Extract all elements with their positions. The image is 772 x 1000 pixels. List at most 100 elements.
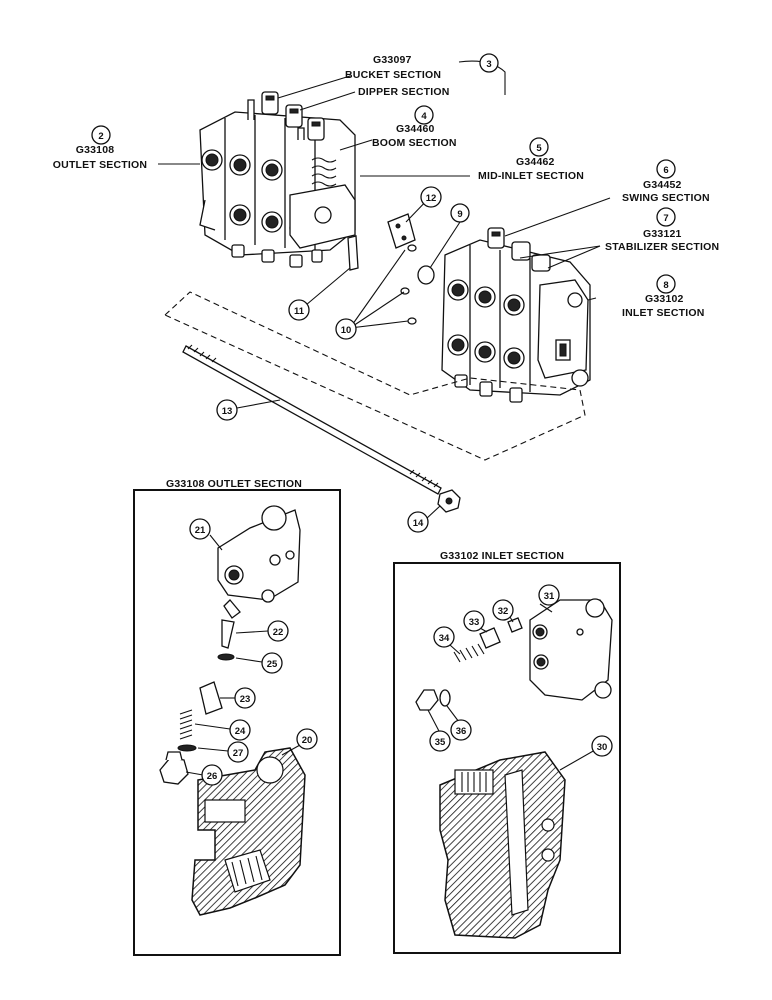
svg-text:10: 10 bbox=[341, 325, 352, 336]
o-ring-part-10a bbox=[407, 244, 417, 252]
svg-text:23: 23 bbox=[240, 694, 251, 705]
inlet-panel-leaders bbox=[427, 603, 596, 771]
callout-22: 22 bbox=[267, 620, 289, 642]
section-view-part-20 bbox=[191, 747, 306, 916]
upper-labels: G33097 BUCKET SECTION DIPPER SECTION G34… bbox=[53, 54, 719, 319]
callout-36: 36 bbox=[450, 719, 472, 741]
callout-10: 10 bbox=[335, 318, 357, 340]
callout-5: 5 bbox=[529, 137, 549, 157]
callout-9: 9 bbox=[450, 203, 470, 223]
svg-text:3: 3 bbox=[486, 59, 491, 70]
o-ring-part-10c bbox=[407, 317, 417, 325]
tie-rod-assembly bbox=[182, 344, 461, 513]
svg-text:32: 32 bbox=[498, 606, 509, 617]
outlet-panel-parts bbox=[159, 505, 306, 916]
svg-text:34: 34 bbox=[439, 633, 450, 644]
svg-text:27: 27 bbox=[233, 748, 244, 759]
upper-valve-assembly bbox=[199, 91, 356, 268]
spring-part-34 bbox=[453, 643, 485, 663]
dipper-name-label: DIPPER SECTION bbox=[358, 86, 449, 98]
plate-part-12 bbox=[387, 213, 416, 249]
callout-14: 14 bbox=[407, 511, 429, 533]
swing-name-label: SWING SECTION bbox=[622, 192, 710, 204]
clip-part-11 bbox=[347, 235, 359, 271]
ring-part-27 bbox=[177, 744, 197, 752]
svg-text:7: 7 bbox=[663, 213, 668, 224]
svg-text:24: 24 bbox=[235, 726, 246, 737]
callout-31: 31 bbox=[538, 584, 560, 606]
bucket-name-label: BUCKET SECTION bbox=[345, 69, 441, 81]
svg-text:21: 21 bbox=[195, 525, 206, 536]
midinlet-name-label: MID-INLET SECTION bbox=[478, 170, 584, 182]
svg-text:9: 9 bbox=[457, 209, 462, 220]
small-parts-group bbox=[347, 213, 435, 325]
housing-part-31 bbox=[529, 599, 613, 701]
spring-part-24 bbox=[179, 709, 193, 740]
stabilizer-name-label: STABILIZER SECTION bbox=[605, 241, 719, 253]
inlet-name-label: INLET SECTION bbox=[622, 307, 705, 319]
callout-21: 21 bbox=[189, 518, 211, 540]
svg-text:8: 8 bbox=[663, 280, 668, 291]
callout-3: 3 bbox=[479, 53, 499, 73]
callout-2: 2 bbox=[91, 125, 111, 145]
stabilizer-code-label: G33121 bbox=[643, 228, 682, 240]
outlet-panel-leaders bbox=[185, 534, 301, 776]
assembly-alignment-outline bbox=[164, 291, 586, 461]
svg-text:6: 6 bbox=[663, 165, 668, 176]
callout-34: 34 bbox=[433, 626, 455, 648]
inlet-section-panel bbox=[393, 562, 621, 954]
inlet-panel-callouts: 31 32 33 34 35 36 30 bbox=[429, 584, 613, 757]
svg-text:25: 25 bbox=[267, 659, 278, 670]
callout-25: 25 bbox=[261, 652, 283, 674]
svg-text:2: 2 bbox=[98, 131, 103, 142]
svg-text:22: 22 bbox=[273, 627, 284, 638]
inlet-code-label: G33102 bbox=[645, 293, 684, 305]
svg-text:12: 12 bbox=[426, 193, 437, 204]
callout-8: 8 bbox=[656, 274, 676, 294]
callout-35: 35 bbox=[429, 730, 451, 752]
inlet-panel-parts bbox=[415, 598, 613, 939]
callout-32: 32 bbox=[492, 599, 514, 621]
svg-text:31: 31 bbox=[544, 591, 555, 602]
callout-24: 24 bbox=[229, 719, 251, 741]
cap-part-32 bbox=[507, 617, 523, 633]
callout-26: 26 bbox=[201, 764, 223, 786]
callout-20: 20 bbox=[296, 728, 318, 750]
plug-part-35 bbox=[415, 689, 439, 711]
ring-part-25 bbox=[217, 653, 235, 661]
outlet-section-panel bbox=[133, 489, 341, 956]
bucket-code-label: G33097 bbox=[373, 54, 412, 66]
callout-27: 27 bbox=[227, 741, 249, 763]
plug-part-26 bbox=[159, 757, 189, 785]
boom-code-label: G34460 bbox=[396, 123, 435, 135]
svg-text:33: 33 bbox=[469, 617, 480, 628]
outlet-code-label: G33108 bbox=[76, 144, 115, 156]
callout-7: 7 bbox=[656, 207, 676, 227]
callout-4: 4 bbox=[414, 105, 434, 125]
section-view-part-30 bbox=[439, 751, 566, 939]
midinlet-code-label: G34462 bbox=[516, 156, 555, 168]
callout-6: 6 bbox=[656, 159, 676, 179]
callout-23: 23 bbox=[234, 687, 256, 709]
sleeve-part-33 bbox=[479, 627, 501, 649]
callout-33: 33 bbox=[463, 610, 485, 632]
outlet-panel-callouts: 21 22 25 23 24 27 26 20 bbox=[189, 518, 318, 786]
svg-text:4: 4 bbox=[421, 111, 427, 122]
svg-text:30: 30 bbox=[597, 742, 608, 753]
svg-text:26: 26 bbox=[207, 771, 218, 782]
svg-text:20: 20 bbox=[302, 735, 313, 746]
svg-text:5: 5 bbox=[536, 143, 542, 154]
svg-text:13: 13 bbox=[222, 406, 233, 417]
upper-callouts: 2 3 4 5 6 7 8 9 10 11 12 13 14 bbox=[91, 53, 676, 533]
outlet-name-label: OUTLET SECTION bbox=[53, 159, 147, 171]
inlet-panel-title: G33102 INLET SECTION bbox=[440, 550, 564, 562]
o-ring-part-9 bbox=[417, 265, 435, 285]
pin-part-22 bbox=[221, 619, 235, 649]
leader-lines bbox=[158, 60, 611, 520]
swing-code-label: G34452 bbox=[643, 179, 682, 191]
svg-text:11: 11 bbox=[294, 306, 305, 317]
boom-name-label: BOOM SECTION bbox=[372, 137, 457, 149]
svg-text:36: 36 bbox=[456, 726, 467, 737]
outlet-panel-title: G33108 OUTLET SECTION bbox=[166, 478, 302, 490]
